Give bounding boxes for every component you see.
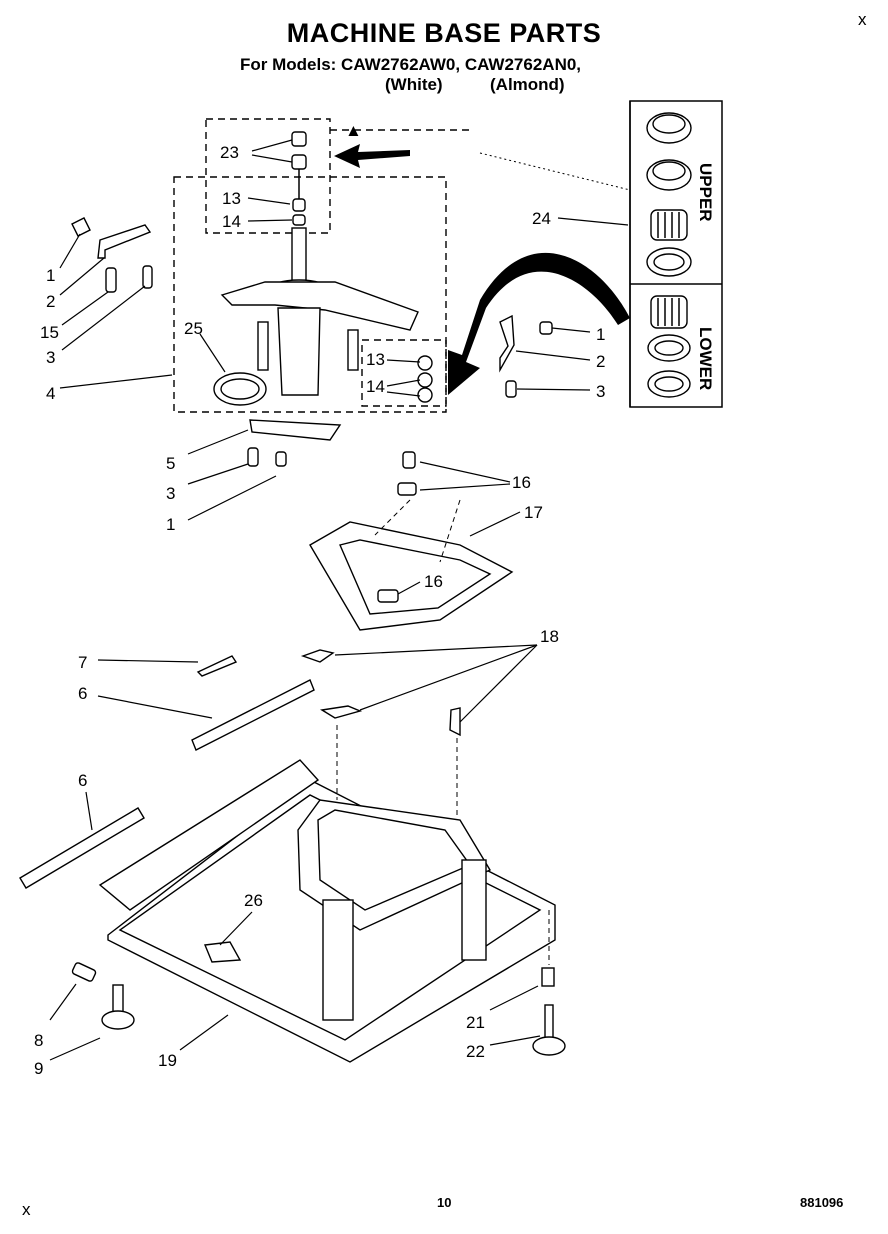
callout-14: 14	[366, 377, 385, 396]
gear-case-box	[173, 176, 447, 413]
callout-8: 8	[34, 1031, 43, 1050]
callout-5: 5	[166, 454, 175, 473]
color-white: (White)	[385, 75, 443, 94]
callout-15: 15	[40, 323, 59, 342]
color-almond: (Almond)	[490, 75, 565, 94]
callout-25: 25	[184, 319, 203, 338]
left-bracket-parts	[71, 217, 153, 293]
callout-6: 6	[78, 684, 87, 703]
callout-13: 13	[222, 189, 241, 208]
callout-1: 1	[166, 515, 175, 534]
leader-lines	[49, 139, 629, 1061]
callout-1: 1	[46, 266, 55, 285]
document-code: 881096	[800, 1195, 844, 1210]
upper-label: UPPER	[696, 163, 715, 222]
callout-13: 13	[366, 350, 385, 369]
callout-18: 18	[540, 627, 559, 646]
plate-and-bolts	[247, 419, 342, 467]
callout-19: 19	[158, 1051, 177, 1070]
callout-3: 3	[46, 348, 55, 367]
page-title: MACHINE BASE PARTS	[286, 18, 602, 48]
callout-9: 9	[34, 1059, 43, 1078]
shaft-parts	[213, 131, 433, 406]
machine-base	[71, 725, 566, 1063]
callout-14: 14	[222, 212, 241, 231]
lower-label: LOWER	[696, 327, 715, 390]
callout-26: 26	[244, 891, 263, 910]
callout-21: 21	[466, 1013, 485, 1032]
bearing-box	[361, 339, 447, 407]
right-bracket-parts	[499, 314, 553, 398]
callout-7: 7	[78, 653, 87, 672]
page-number: 10	[437, 1195, 452, 1210]
callout-24: 24	[532, 209, 551, 228]
model-numbers: For Models: CAW2762AW0, CAW2762AN0,	[240, 55, 582, 74]
corner-mark: x	[22, 1200, 31, 1219]
callout-17: 17	[524, 503, 543, 522]
callout-6: 6	[78, 771, 87, 790]
spring-and-slides	[19, 649, 461, 889]
callout-3: 3	[166, 484, 175, 503]
pointer-arrow	[334, 144, 410, 168]
curved-arrow	[448, 252, 630, 395]
svg-text:▲: ▲	[345, 121, 362, 140]
callout-3: 3	[596, 382, 605, 401]
callout-22: 22	[466, 1042, 485, 1061]
callout-2: 2	[46, 292, 55, 311]
agitator-shaft-box	[205, 118, 331, 234]
callout-4: 4	[46, 384, 55, 403]
lower-seal-rings	[647, 295, 691, 398]
callout-23: 23	[220, 143, 239, 162]
suspension-frame	[309, 451, 514, 631]
upper-seal-rings	[646, 112, 692, 277]
callout-2: 2	[596, 352, 605, 371]
corner-mark: x	[858, 10, 867, 29]
callout-16: 16	[424, 572, 443, 591]
callout-16: 16	[512, 473, 531, 492]
callout-1: 1	[596, 325, 605, 344]
